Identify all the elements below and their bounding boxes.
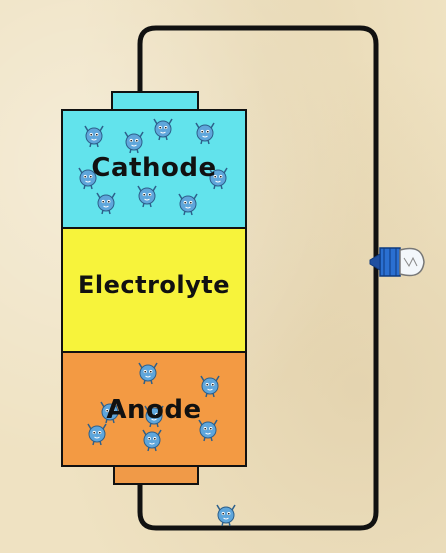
cathode-label: Cathode xyxy=(91,153,217,183)
electrolyte-label: Electrolyte xyxy=(77,271,231,299)
negative-terminal xyxy=(113,465,199,485)
electrolyte-layer xyxy=(61,227,247,353)
anode-label: Anode xyxy=(106,395,202,425)
circuit-wire xyxy=(137,25,379,531)
light-bulb-icon xyxy=(369,247,425,277)
positive-terminal xyxy=(111,91,199,111)
electron-icon xyxy=(216,504,236,527)
